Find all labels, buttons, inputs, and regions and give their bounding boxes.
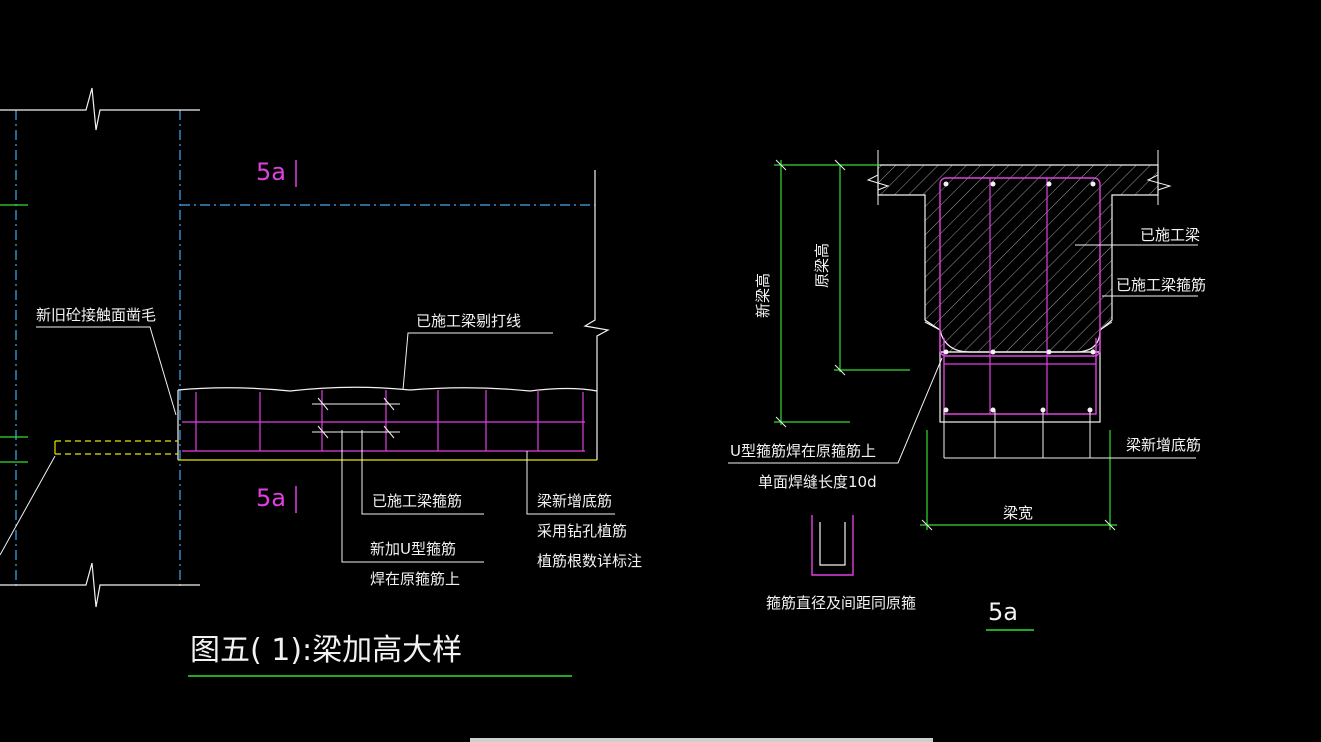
new-u-stirrup-section	[943, 338, 1097, 415]
label-new-bottom-1: 梁新增底筋	[537, 492, 612, 510]
label-existing-stirrup: 已施工梁箍筋	[372, 492, 462, 510]
label-weld-note-1: U型箍筋焊在原箍筋上	[730, 442, 876, 460]
u-stirrups	[195, 390, 584, 451]
label-interface-roughen: 新旧砼接触面凿毛	[36, 306, 156, 324]
section-view: 新梁高 原梁高 梁宽 已施工梁 已施工梁箍筋 梁新增底筋 U型箍筋焊在原箍筋上 …	[728, 150, 1206, 631]
existing-beam-stirrup	[939, 177, 1101, 357]
dimension-ticks	[775, 159, 1116, 531]
label-beam-width: 梁宽	[1003, 504, 1033, 522]
label-weld-note-2: 单面焊缝长度10d	[758, 473, 877, 491]
label-new-bottom-3: 植筋根数详标注	[537, 552, 642, 570]
label-new-u-stirrup-1: 新加U型箍筋	[370, 540, 456, 558]
horizontal-scrollbar[interactable]	[470, 738, 933, 742]
label-existing-beam-stirrup: 已施工梁箍筋	[1116, 276, 1206, 294]
leader-new-bottom	[526, 451, 615, 515]
rough-interface-line	[177, 386, 598, 392]
section-mark-top: 5a	[256, 158, 286, 186]
u-stirrup-detail	[811, 515, 854, 576]
section-title: 5a	[988, 598, 1018, 626]
elevation-view	[0, 87, 610, 608]
leader-left-edge	[0, 455, 56, 556]
label-stirrup-note: 箍筋直径及间距同原箍	[766, 594, 916, 612]
label-new-u-stirrup-2: 焊在原箍筋上	[370, 570, 460, 588]
leader-u-stirrup	[341, 430, 484, 563]
left-ticks	[0, 204, 28, 463]
section-dimensions	[774, 160, 1117, 530]
figure-title: 图五( 1):梁加高大样	[190, 633, 462, 668]
leader-chisel-line	[402, 332, 553, 391]
label-orig-beam-height: 原梁高	[813, 243, 831, 288]
leader-existing-stirrup	[361, 430, 484, 515]
section-leaders	[728, 244, 1198, 464]
label-beam-new-bottom: 梁新增底筋	[1126, 436, 1201, 454]
existing-beam-hatch	[877, 164, 1159, 353]
break-line-bottom	[0, 562, 200, 608]
elevation-leaders	[0, 326, 615, 563]
dimension-crosses	[312, 397, 400, 439]
slab-break-right	[1146, 150, 1172, 205]
break-line-right	[583, 170, 610, 460]
label-new-beam-height: 新梁高	[754, 273, 772, 318]
section-mark-bottom: 5a	[256, 484, 286, 512]
label-existing-beam: 已施工梁	[1140, 226, 1200, 244]
label-new-bottom-2: 采用钻孔植筋	[537, 522, 627, 540]
existing-bar-dashed	[55, 440, 178, 455]
break-line-top	[0, 87, 200, 131]
slab-break-left	[866, 150, 890, 205]
elevation-rebar	[182, 390, 585, 452]
leader-interface	[36, 326, 177, 416]
label-chisel-line: 已施工梁剔打线	[416, 312, 521, 330]
section-cut-marks: 5a 5a	[256, 158, 297, 513]
new-section-outline	[939, 351, 1101, 423]
